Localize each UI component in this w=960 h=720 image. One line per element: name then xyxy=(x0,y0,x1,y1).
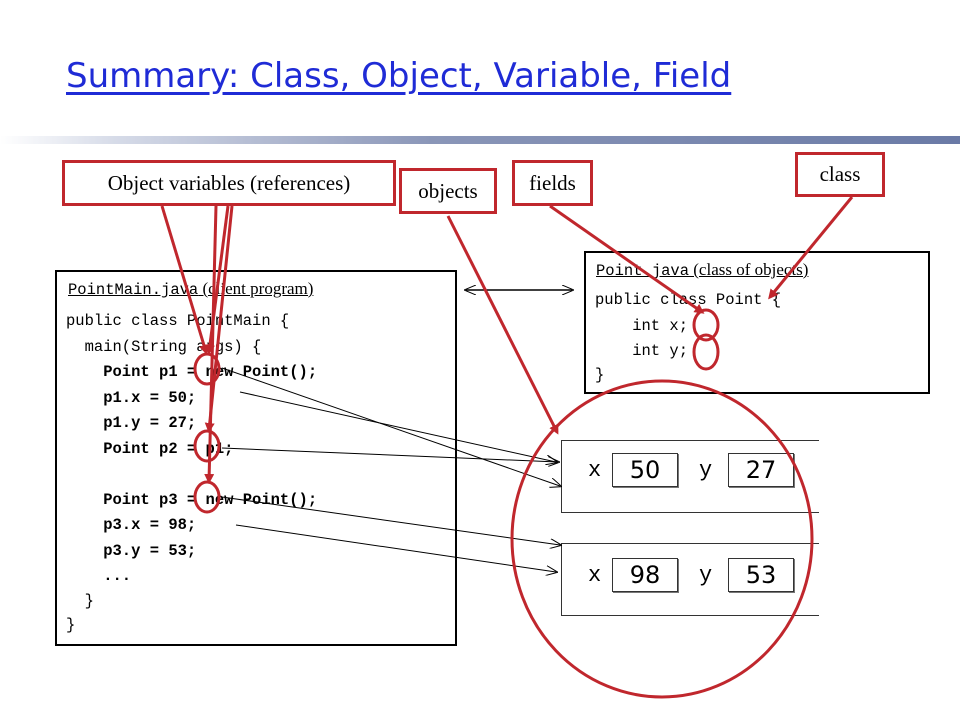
page-title: Summary: Class, Object, Variable, Field xyxy=(66,56,732,96)
point-main-description: (client program) xyxy=(198,279,314,298)
code-line: p3.y = 53; xyxy=(66,542,197,560)
fields-label: fields xyxy=(512,160,593,206)
class-label: class xyxy=(795,152,885,197)
field-y-label: y xyxy=(699,563,713,588)
title-divider xyxy=(0,136,960,144)
field-x-label: x xyxy=(588,563,602,588)
point-class-filename: Point.java xyxy=(596,262,690,280)
field-y-label: y xyxy=(699,458,713,483)
code-line: p1.x = 50; xyxy=(66,389,197,407)
code-line: public class PointMain { xyxy=(66,312,290,330)
point-class-description: (class of objects) xyxy=(689,260,809,279)
code-line: } xyxy=(66,592,94,610)
code-line: Point p3 = new Point(); xyxy=(66,491,318,509)
point-main-code-box: PointMain.java (client program) public c… xyxy=(55,270,457,646)
objects-ellipse xyxy=(510,379,814,699)
object-box: x 98 y 53 xyxy=(561,543,819,616)
code-line: Point p1 = new Point(); xyxy=(66,363,318,381)
field-y-value: 27 xyxy=(728,453,794,487)
code-line: } xyxy=(595,366,605,384)
code-line: Point p2 = p1; xyxy=(66,440,234,458)
point-main-header: PointMain.java (client program) xyxy=(68,279,313,299)
field-y-value: 53 xyxy=(728,558,794,592)
code-line: int x; xyxy=(595,317,689,335)
field-x-value: 50 xyxy=(612,453,678,487)
field-x-label: x xyxy=(588,458,602,483)
code-line: ... xyxy=(66,567,132,585)
code-line: p1.y = 27; xyxy=(66,414,197,432)
code-line: public class Point { xyxy=(595,291,782,309)
point-class-code-box: Point.java (class of objects) public cla… xyxy=(584,251,930,394)
field-x-value: 98 xyxy=(612,558,678,592)
code-line: int y; xyxy=(595,342,689,360)
pointer-arrow-objects xyxy=(446,215,559,435)
object-variables-label: Object variables (references) xyxy=(62,160,396,206)
code-line: p3.x = 98; xyxy=(66,516,197,534)
point-class-header: Point.java (class of objects) xyxy=(596,260,808,280)
objects-label: objects xyxy=(399,168,497,214)
code-line: } xyxy=(66,616,76,634)
object-box: x 50 y 27 xyxy=(561,440,819,513)
point-main-filename: PointMain.java xyxy=(68,281,199,299)
code-line: main(String args) { xyxy=(66,338,262,356)
